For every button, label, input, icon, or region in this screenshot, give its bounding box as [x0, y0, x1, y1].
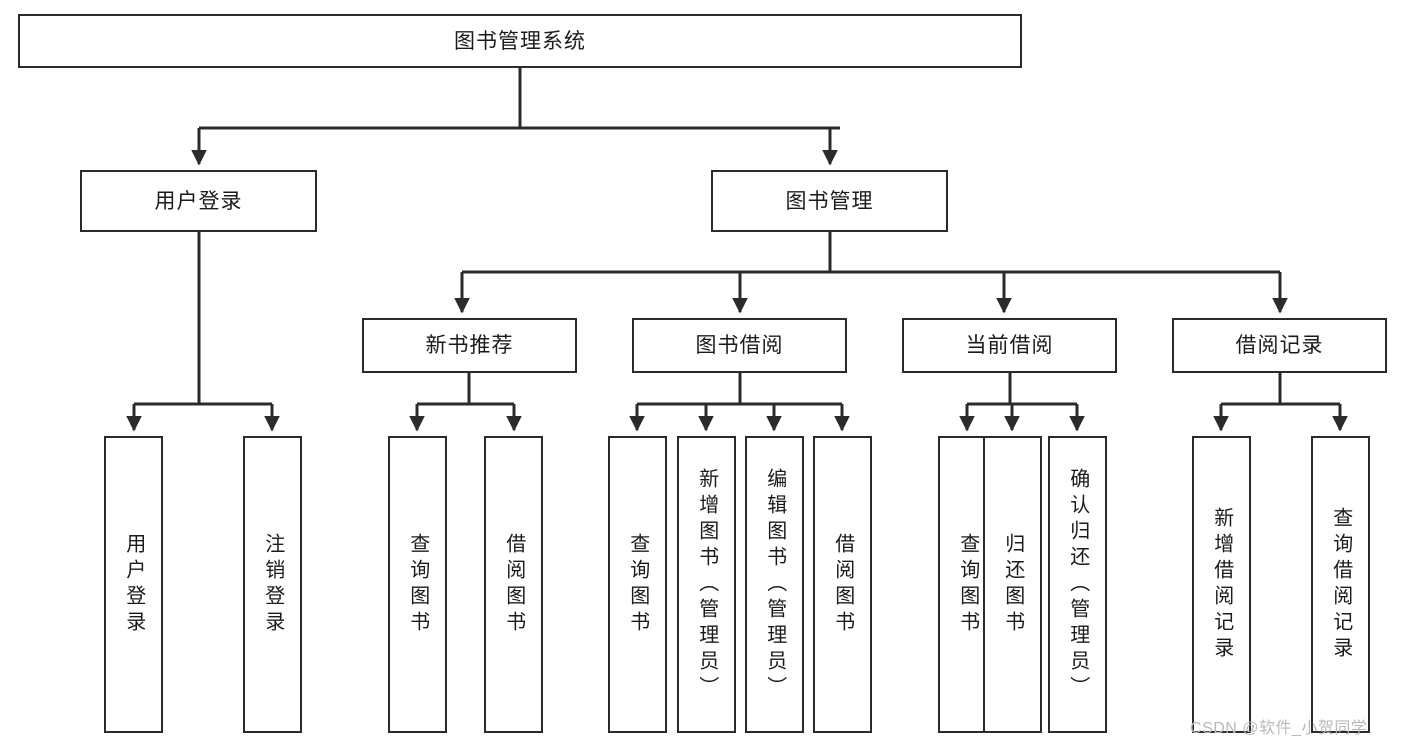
node-book-borrowing[interactable]: 图书借阅: [632, 318, 847, 373]
node-leaf-query-book-borrow[interactable]: 查询图书: [608, 436, 667, 733]
node-book-management-label: 图书管理: [785, 189, 874, 213]
node-leaf-label: 编辑图书（管理员）: [763, 467, 786, 702]
node-leaf-add-book-admin[interactable]: 新增图书（管理员）: [677, 436, 736, 733]
node-leaf-label: 确认归还（管理员）: [1066, 467, 1089, 702]
node-root-label: 图书管理系统: [454, 29, 586, 53]
node-leaf-user-login[interactable]: 用户登录: [104, 436, 163, 733]
node-leaf-borrow-book-newbook[interactable]: 借阅图书: [484, 436, 543, 733]
node-leaf-label: 借阅图书: [502, 532, 525, 637]
node-leaf-label: 新增借阅记录: [1210, 506, 1233, 663]
node-borrowing-record[interactable]: 借阅记录: [1172, 318, 1387, 373]
node-leaf-label: 注销登录: [261, 532, 284, 637]
node-root-book-management-system[interactable]: 图书管理系统: [18, 14, 1022, 68]
node-new-book-recommendation-label: 新书推荐: [425, 334, 514, 357]
node-leaf-label: 查询图书: [956, 532, 979, 637]
node-leaf-label: 用户登录: [122, 532, 145, 637]
node-leaf-lend-book[interactable]: 借阅图书: [813, 436, 872, 733]
node-user-login[interactable]: 用户登录: [80, 170, 317, 232]
node-leaf-confirm-return-admin[interactable]: 确认归还（管理员）: [1048, 436, 1107, 733]
node-leaf-query-borrow-record[interactable]: 查询借阅记录: [1311, 436, 1370, 733]
node-leaf-add-borrow-record[interactable]: 新增借阅记录: [1192, 436, 1251, 733]
node-leaf-logout[interactable]: 注销登录: [243, 436, 302, 733]
node-user-login-label: 用户登录: [154, 189, 243, 213]
node-leaf-query-book-newbook[interactable]: 查询图书: [388, 436, 447, 733]
node-leaf-label: 查询借阅记录: [1329, 506, 1352, 663]
node-leaf-label: 查询图书: [626, 532, 649, 637]
node-borrowing-record-label: 借阅记录: [1235, 334, 1324, 357]
node-leaf-edit-book-admin[interactable]: 编辑图书（管理员）: [745, 436, 804, 733]
node-leaf-label: 归还图书: [1001, 532, 1024, 637]
node-leaf-return-book[interactable]: 归还图书: [983, 436, 1042, 733]
node-leaf-label: 查询图书: [406, 532, 429, 637]
node-current-borrowing-label: 当前借阅: [965, 334, 1054, 357]
node-current-borrowing[interactable]: 当前借阅: [902, 318, 1117, 373]
node-leaf-label: 新增图书（管理员）: [695, 467, 718, 702]
node-leaf-label: 借阅图书: [831, 532, 854, 637]
node-book-borrowing-label: 图书借阅: [695, 334, 784, 357]
node-book-management[interactable]: 图书管理: [711, 170, 948, 232]
node-new-book-recommendation[interactable]: 新书推荐: [362, 318, 577, 373]
